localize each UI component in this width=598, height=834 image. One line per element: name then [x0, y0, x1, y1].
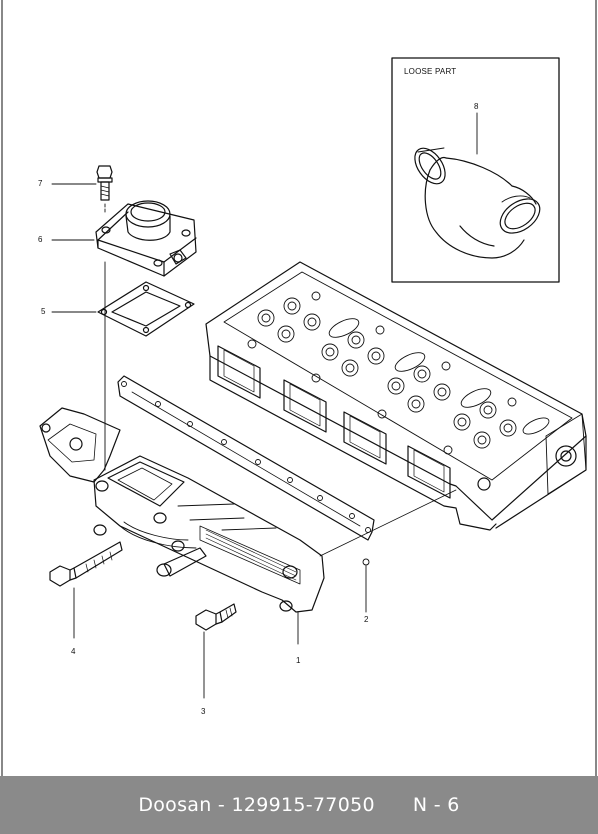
loose-part-label: LOOSE PART: [404, 67, 457, 76]
long-bolt-part-4: [49, 541, 123, 639]
callout-2: 2: [364, 615, 369, 624]
thermostat-housing-part-6: [51, 200, 197, 471]
footer-brand: Doosan: [138, 794, 212, 816]
callout-1: 1: [296, 656, 301, 665]
callout-5: 5: [41, 307, 46, 316]
footer-bar: Doosan - 129915-77050 N - 6: [0, 776, 598, 834]
cylinder-head-assembly: [205, 261, 587, 531]
exploded-view-drawing: [1, 0, 597, 776]
footer-gap: [375, 794, 413, 816]
footer-page-ref: N - 6: [412, 794, 460, 816]
short-bolt-part-3: [195, 603, 237, 699]
callout-4: 4: [71, 647, 76, 656]
loose-part-inset-box: [391, 57, 560, 283]
parts-diagram-sheet: 7 6 5 4 3 1 2 8 LOOSE PART: [0, 0, 598, 776]
callout-8: 8: [474, 102, 479, 111]
gasket-part-5: [51, 281, 195, 337]
intake-manifold-part-1: [39, 407, 325, 645]
intake-gasket-part-2: [117, 375, 457, 613]
footer-part-number: 129915-77050: [231, 794, 375, 816]
footer-separator: -: [211, 794, 232, 816]
callout-6: 6: [38, 235, 43, 244]
thermostat-elbow-part-8: [414, 112, 541, 259]
bolt-part-7: [51, 165, 113, 215]
callout-3: 3: [201, 707, 206, 716]
callout-7: 7: [38, 179, 43, 188]
